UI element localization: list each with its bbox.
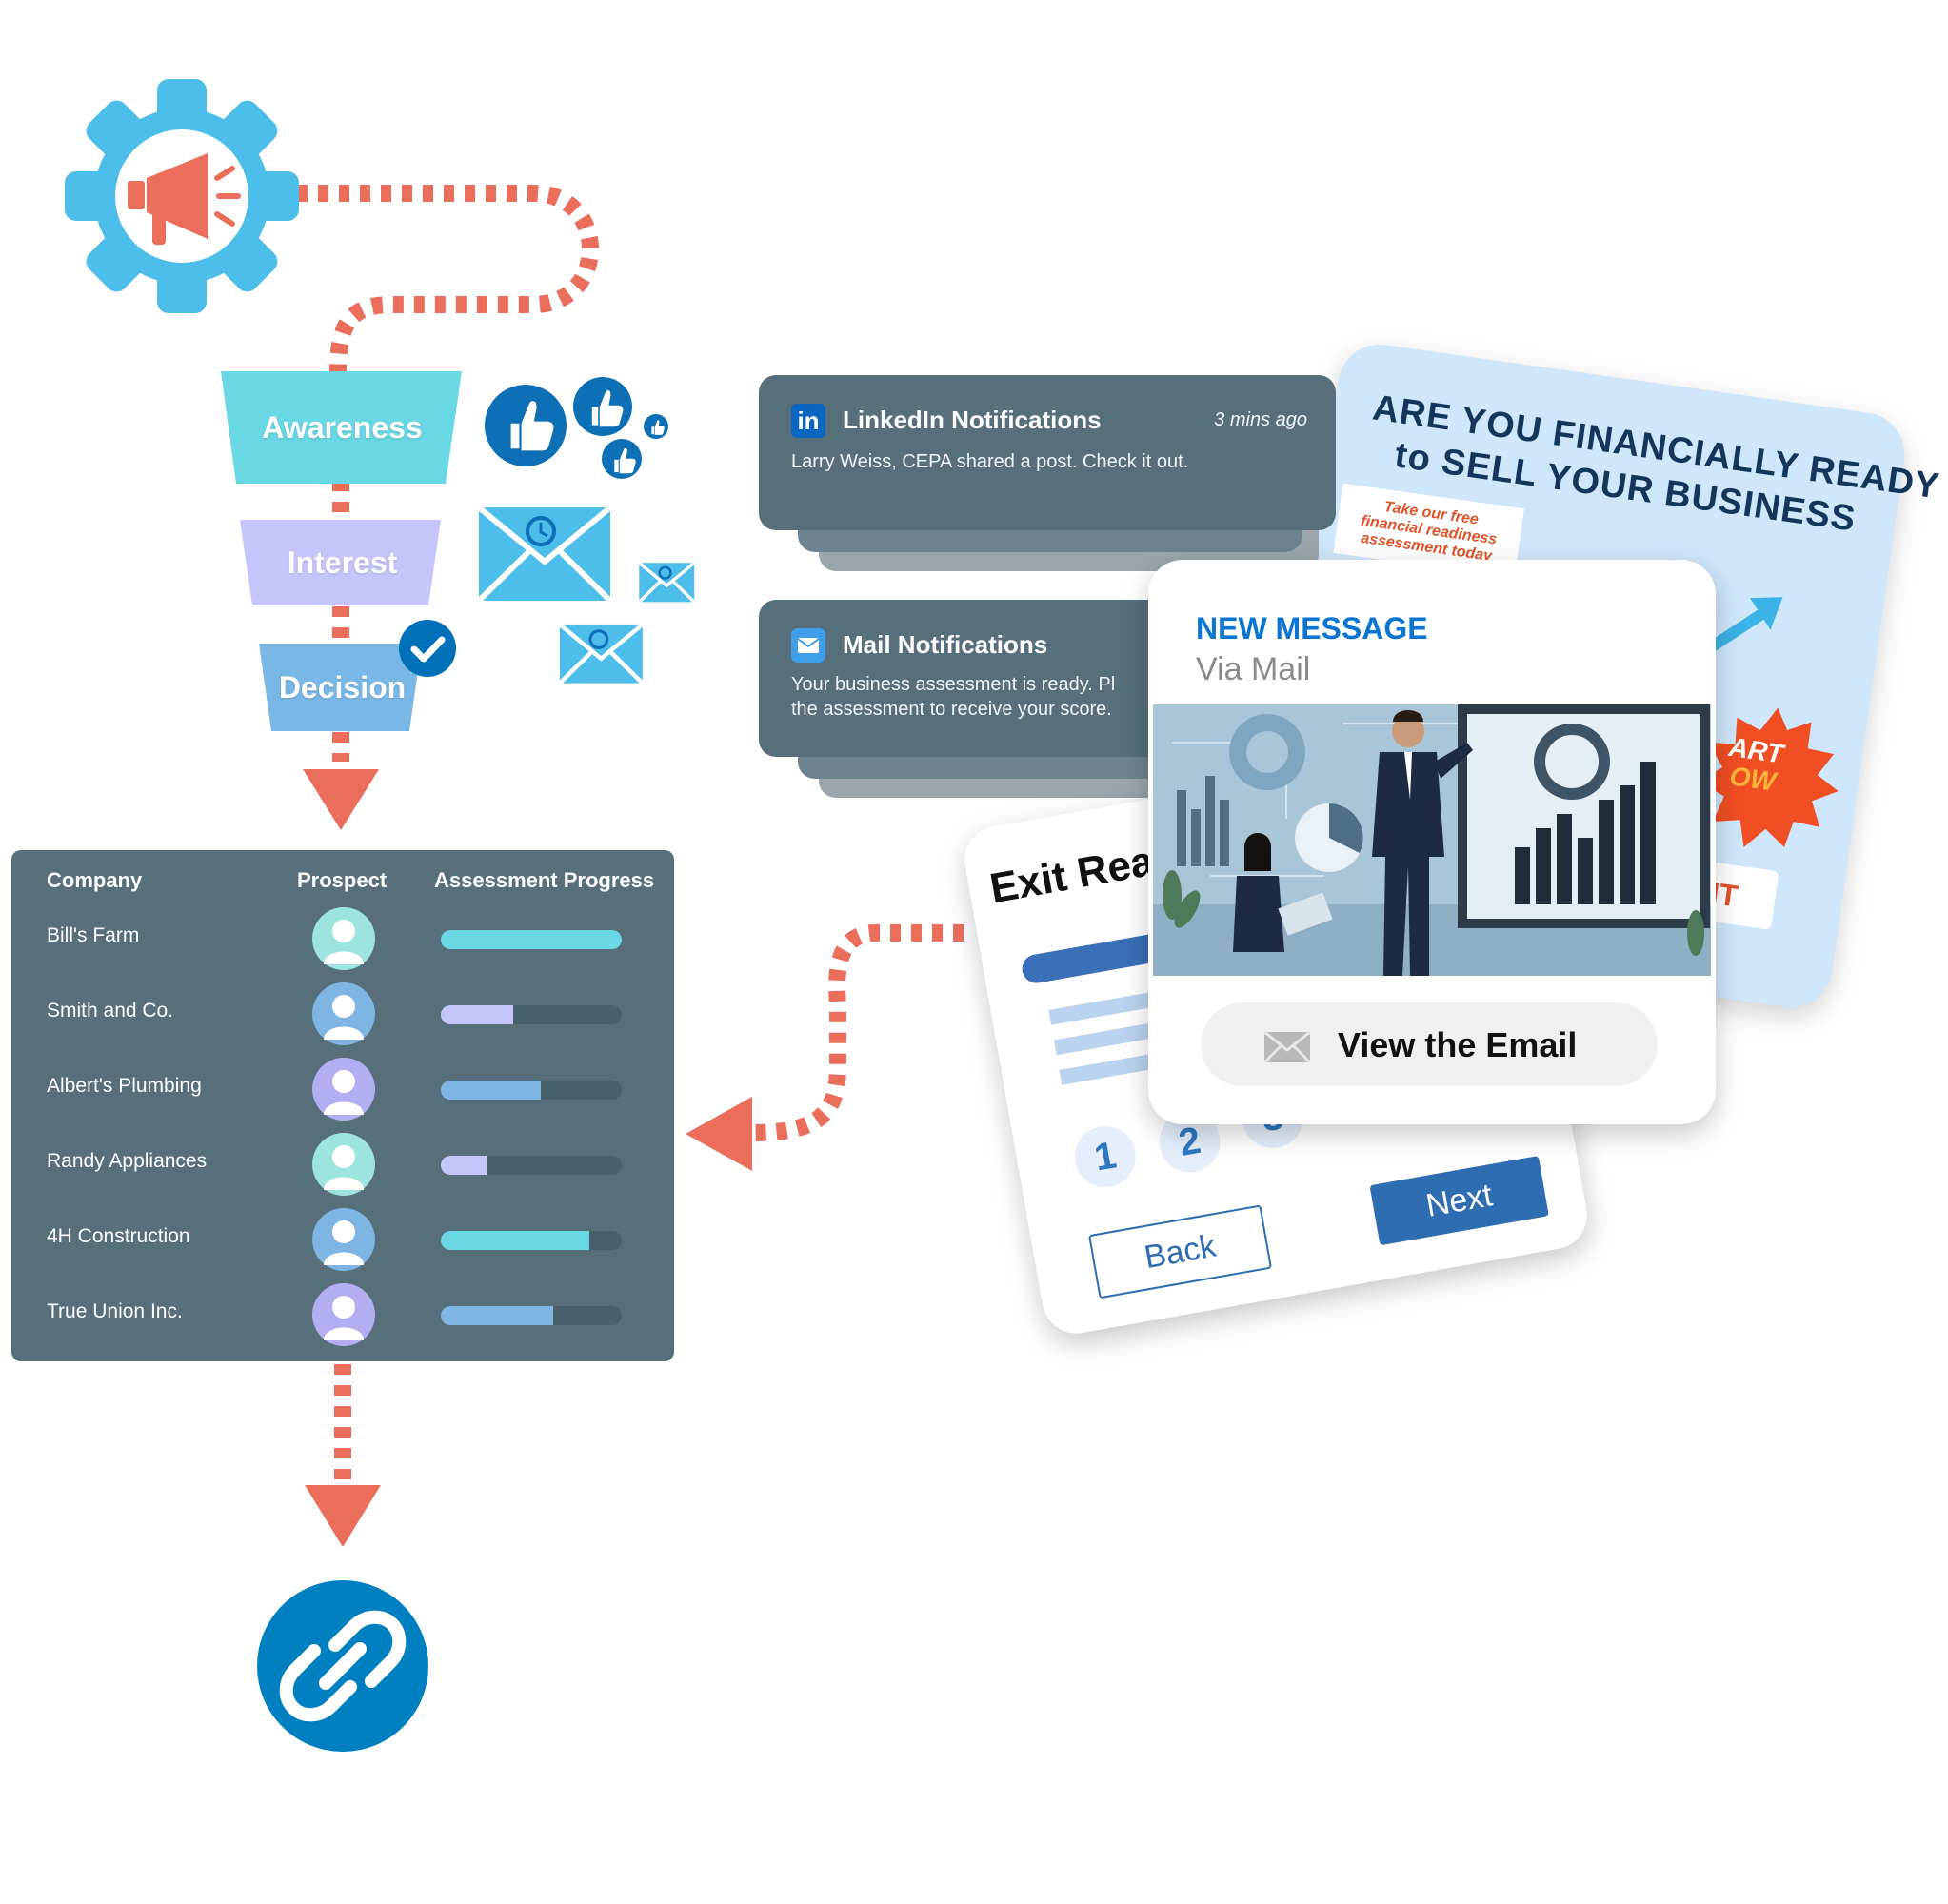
prospect-avatar[interactable] (312, 982, 375, 1045)
funnel-shapes (221, 371, 462, 731)
illustration-plant (1163, 870, 1704, 956)
illustration-bar-group-right (1515, 762, 1656, 904)
linkedin-notification-body: Larry Weiss, CEPA shared a post. Check i… (791, 451, 1189, 472)
linkedin-notification[interactable]: in LinkedIn Notifications 3 mins ago Lar… (759, 375, 1336, 530)
funnel-interest-shape (240, 520, 441, 605)
assessment-progress-bar (441, 1005, 622, 1024)
assessment-progress-fill (441, 1231, 589, 1250)
illustration-bar-group-left (1177, 776, 1229, 866)
funnel-decision-shape (259, 644, 422, 731)
envelope-icons (476, 505, 696, 685)
envelope-icon-large (476, 505, 613, 604)
business-illustration (1153, 704, 1711, 976)
prospect-avatar[interactable] (312, 1283, 375, 1346)
envelope-icon (1262, 1030, 1312, 1064)
assessment-progress-fill (441, 1156, 487, 1175)
prospect-avatar[interactable] (312, 1208, 375, 1271)
illustration-woman (1233, 833, 1333, 952)
table-row-company: Albert's Plumbing (47, 1075, 202, 1097)
mail-notification-body-2: the assessment to receive your score. (791, 699, 1112, 720)
view-email-label: View the Email (1338, 1025, 1578, 1064)
thumbs-up-icon-tiny (644, 414, 668, 439)
assessment-progress-fill (441, 930, 622, 949)
path-gear-to-funnel (297, 185, 599, 372)
linkedin-notification-title: LinkedIn Notifications (843, 406, 1102, 434)
table-row-company: 4H Construction (47, 1225, 190, 1247)
envelope-icon-small (638, 561, 696, 604)
new-message-heading: NEW MESSAGE (1196, 611, 1428, 645)
table-row-company: Randy Appliances (47, 1150, 208, 1172)
assessment-progress-bar (441, 1156, 622, 1175)
assessment-progress-bar (441, 930, 622, 949)
thumbs-up-icons (485, 377, 668, 479)
funnel-interest-label: Interest (287, 545, 398, 580)
arrow-head-down-2 (305, 1485, 381, 1547)
assessment-progress-fill (441, 1081, 541, 1100)
assessment-progress-bar (441, 1306, 622, 1325)
quiz-step-1[interactable]: 1 (1069, 1121, 1142, 1193)
assessment-progress-fill (441, 1306, 553, 1325)
link-icon (257, 1580, 428, 1752)
table-header-prospect: Prospect (297, 868, 388, 892)
prospect-avatar[interactable] (312, 1058, 375, 1121)
assessment-progress-bar (441, 1081, 622, 1100)
table-row-company: Smith and Co. (47, 1000, 174, 1021)
arrow-head-down-1 (303, 769, 379, 830)
thumbs-up-icon-large (485, 385, 567, 466)
assessment-progress-bar (441, 1231, 622, 1250)
envelope-icon-medium (558, 623, 645, 685)
check-badge-icon (399, 620, 456, 677)
linkedin-icon: in (791, 404, 825, 438)
quiz-back-button[interactable]: Back (1088, 1204, 1273, 1299)
view-email-button[interactable]: View the Email (1201, 1002, 1658, 1086)
arrow-head-left (686, 1097, 752, 1171)
illustration-man (1372, 710, 1473, 976)
thumbs-up-icon-small (602, 439, 642, 479)
mail-notification-title: Mail Notifications (843, 630, 1048, 659)
table-header-company: Company (47, 868, 143, 892)
burst-text-2: OW (1727, 761, 1778, 797)
funnel-awareness-shape (221, 371, 462, 484)
table-row-company: True Union Inc. (47, 1300, 183, 1322)
prospect-avatar[interactable] (312, 907, 375, 970)
funnel-decision-label: Decision (278, 669, 407, 704)
start-now-burst (1699, 707, 1839, 847)
table-header-progress: Assessment Progress (434, 868, 655, 892)
mail-notification-body-1: Your business assessment is ready. Pl (791, 674, 1116, 695)
new-message-sub: Via Mail (1196, 651, 1311, 687)
quiz-next-button[interactable]: Next (1369, 1156, 1549, 1246)
assessment-progress-fill (441, 1005, 513, 1024)
new-message-card: NEW MESSAGE Via Mail (1148, 560, 1716, 1124)
table-row-company: Bill's Farm (47, 924, 140, 946)
thumbs-up-icon-medium (573, 377, 632, 436)
gear-megaphone-icon (65, 79, 299, 313)
path-quiz-to-table (751, 924, 964, 1141)
linkedin-notification-time: 3 mins ago (1214, 409, 1307, 430)
funnel-awareness-label: Awareness (262, 409, 423, 445)
mail-app-icon (791, 628, 825, 663)
prospect-avatar[interactable] (312, 1133, 375, 1196)
